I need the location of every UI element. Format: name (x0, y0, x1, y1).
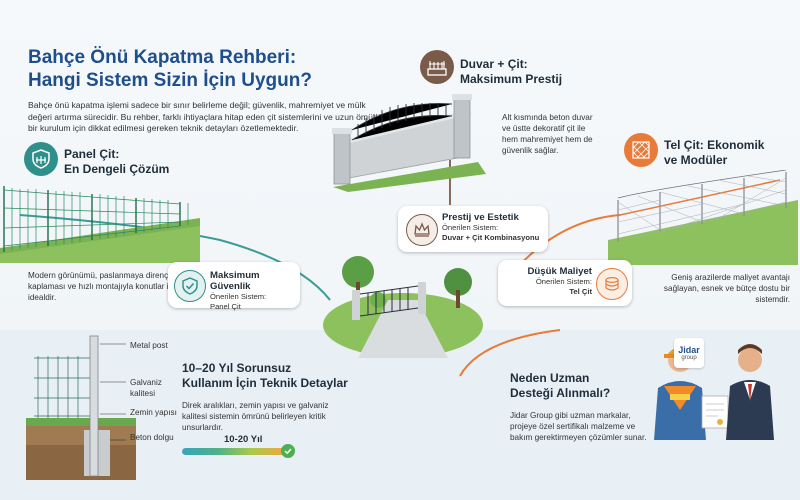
prestige-callout: Prestij ve Estetik Önerilen Sistem: Duva… (398, 206, 548, 252)
cost-callout-text: Düşük Maliyet Önerilen Sistem: Tel Çit (506, 266, 592, 296)
shield-check-icon (182, 277, 198, 295)
lifespan-label: 10-20 Yıl (224, 434, 263, 445)
title-line-2: Hangi Sistem Sizin İçin Uygun? (28, 70, 312, 91)
wire-title: Tel Çit: Ekonomik ve Modüler (664, 138, 764, 168)
security-icon-wrap (174, 270, 206, 302)
orange-connector-2 (619, 179, 781, 216)
expert-description: Jidar Group gibi uzman markalar, projeye… (510, 411, 647, 442)
cost-callout-sub2: Tel Çit (569, 286, 592, 296)
security-callout-text: Maksimum Güvenlik Önerilen Sistem: Panel… (210, 270, 300, 311)
wire-title-line-2: ve Modüler (664, 153, 728, 167)
post-diagram (26, 335, 136, 480)
panel-title-line-2: En Dengeli Çözüm (64, 162, 170, 176)
label-galvaniz: Galvaniz kalitesi (130, 378, 162, 398)
teal-connector (19, 214, 331, 301)
security-callout: Maksimum Güvenlik Önerilen Sistem: Panel… (168, 262, 300, 311)
wall-title-line-2: Maksimum Prestij (460, 72, 563, 86)
intro-text: Bahçe önü kapatma işlemi sadece bir sını… (28, 100, 383, 134)
security-callout-sub1: Önerilen Sistem: (210, 292, 267, 301)
technical-title: 10–20 Yıl Sorunsuz Kullanım İçin Teknik … (182, 361, 348, 391)
wire-fence-badge (624, 133, 658, 167)
technical-title-line-2: Kullanım İçin Teknik Detaylar (182, 376, 348, 390)
wire-fence-illustration (608, 170, 798, 265)
wall-description: Alt kısmında beton duvar ve üstte dekora… (502, 113, 593, 155)
wall-fence-icon (427, 61, 447, 76)
coins-icon (605, 276, 619, 291)
technical-description: Direk aralıkları, zemin yapısı ve galvan… (182, 401, 329, 432)
panel-fence-illustration (0, 186, 200, 263)
panel-title-line-1: Panel Çit: (64, 147, 120, 161)
cost-icon-wrap (596, 268, 628, 300)
lifespan-bar (182, 448, 286, 455)
security-callout-sub2: Panel Çit (210, 301, 241, 311)
wall-title-line-1: Duvar + Çit: (460, 57, 528, 71)
jidar-logo-sub: group (681, 355, 697, 361)
wall-fence-badge (420, 50, 454, 84)
technical-title-line-1: 10–20 Yıl Sorunsuz (182, 361, 292, 375)
panel-fence-badge (24, 142, 58, 176)
page-title: Bahçe Önü Kapatma Rehberi: Hangi Sistem … (28, 46, 312, 92)
panel-title: Panel Çit: En Dengeli Çözüm (64, 147, 169, 177)
expert-title-line-2: Desteği Alınmalı? (510, 386, 611, 400)
expert-title-line-1: Neden Uzman (510, 371, 590, 385)
prestige-callout-text: Prestij ve Estetik Önerilen Sistem: Duva… (442, 212, 539, 242)
security-callout-title: Maksimum Güvenlik (210, 270, 260, 292)
panel-description: Modern görünümü, paslanmaya dirençli PVC… (28, 271, 191, 302)
expert-title: Neden Uzman Desteği Alınmalı? (510, 371, 610, 401)
lifespan-check (281, 444, 295, 458)
crown-icon (414, 222, 430, 237)
orange-connector (514, 214, 621, 271)
jidar-logo: Jidar group (674, 338, 704, 368)
wall-fence-illustration (332, 94, 486, 192)
label-zemin: Zemin yapısı (130, 408, 177, 417)
cost-callout-sub1: Önerilen Sistem: (535, 277, 592, 286)
experts-illustration (654, 344, 774, 440)
prestige-callout-sub1: Önerilen Sistem: (442, 223, 499, 232)
expert-connector (459, 329, 561, 377)
wire-description: Geniş arazilerde maliyet avantajı sağlay… (663, 273, 790, 304)
check-icon (284, 448, 292, 455)
label-beton: Beton dolgu (130, 433, 174, 442)
cost-callout: Düşük Maliyet Önerilen Sistem: Tel Çit (498, 260, 632, 306)
prestige-callout-title: Prestij ve Estetik (442, 212, 519, 223)
shield-fence-icon (32, 149, 50, 169)
garden-illustration (323, 256, 483, 358)
label-metal-post: Metal post (130, 341, 168, 350)
prestige-icon-wrap (406, 214, 438, 246)
jidar-logo-name: Jidar (678, 345, 700, 355)
wire-mesh-icon (632, 141, 650, 159)
title-line-1: Bahçe Önü Kapatma Rehberi: (28, 47, 297, 68)
wire-title-line-1: Tel Çit: Ekonomik (664, 138, 765, 152)
prestige-callout-sub2: Duvar + Çit Kombinasyonu (442, 232, 540, 242)
wall-title: Duvar + Çit: Maksimum Prestij (460, 57, 562, 87)
cost-callout-title: Düşük Maliyet (527, 266, 592, 277)
